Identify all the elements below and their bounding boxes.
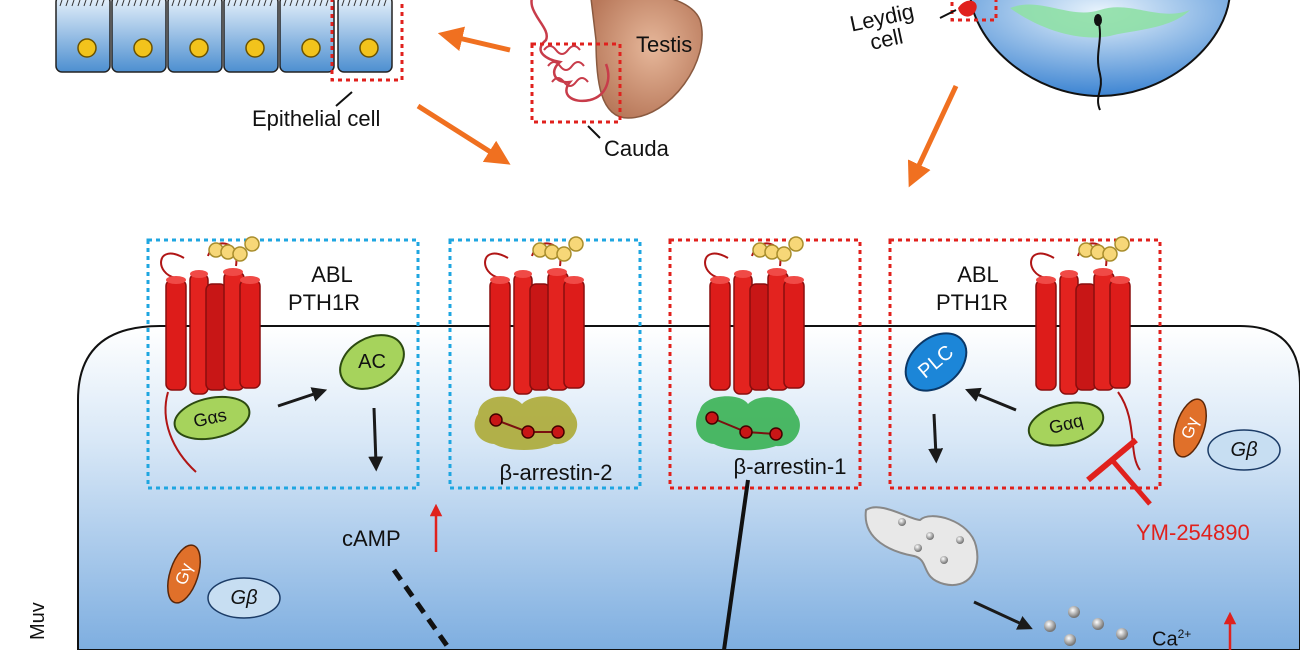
label-cauda: Cauda — [604, 136, 669, 161]
label-muv: Muv — [27, 602, 49, 640]
gas-subunit — [173, 395, 251, 441]
epithelial-cell — [337, 0, 393, 73]
testis-illustration — [530, 0, 703, 139]
arrow-ac-to-camp — [368, 407, 384, 472]
arrow-gaq-to-plc — [965, 387, 1017, 412]
arrow-epithelium-down — [416, 103, 511, 165]
seminiferous-sphere — [939, 0, 1231, 111]
gb-subunit-1 — [207, 577, 281, 619]
line-arrestin-1-down — [722, 479, 750, 650]
receptor-arrestin-2 — [484, 236, 585, 395]
label-ac: AC — [358, 351, 386, 373]
microvilli — [59, 0, 387, 7]
label-calcium: Ca2+ — [1152, 628, 1191, 650]
label-gb-2: Gβ — [1230, 439, 1258, 461]
epithelial-cell — [111, 0, 167, 73]
label-beta-arrestin-2: β-arrestin-2 — [499, 460, 613, 485]
cauda-highlight-box — [530, 42, 622, 124]
label-gb-1: Gβ — [230, 587, 258, 609]
label-calcium-base: Ca — [1152, 628, 1178, 651]
arrow-er-to-calcium — [973, 600, 1033, 630]
label-testis: Testis — [636, 32, 693, 57]
label-beta-arrestin-1: β-arrestin-1 — [733, 454, 847, 479]
gy-subunit-2 — [1173, 398, 1207, 458]
label-pth1r-2: PTH1R — [935, 290, 1009, 315]
epithelial-cell — [223, 0, 279, 73]
arrow-leydig-down — [907, 84, 959, 188]
epithelial-cell — [167, 0, 223, 73]
label-inhibitor: YM-254890 — [1136, 520, 1250, 545]
ac-enzyme — [339, 334, 405, 390]
line-camp-dashed — [391, 568, 453, 650]
arrestin-2-complex — [474, 396, 578, 450]
label-camp: cAMP — [342, 526, 401, 551]
receptor-arrestin-1 — [704, 236, 805, 395]
gaq-subunit — [1027, 401, 1105, 447]
box-gaq-pathway — [888, 238, 1162, 490]
label-calcium-sup: 2+ — [1177, 627, 1192, 641]
leydig-highlight-box — [950, 0, 998, 22]
arrow-gas-to-ac — [277, 387, 328, 408]
arrestin-1-complex — [696, 396, 800, 451]
gb-subunit-2 — [1207, 429, 1281, 471]
plc-enzyme — [904, 332, 968, 392]
box-arrestin-1 — [668, 238, 862, 490]
arrow-testis-to-epithelium — [437, 26, 511, 53]
label-abl-1: ABL — [311, 262, 353, 287]
receptor-gas — [160, 236, 261, 395]
cauda-leader — [587, 125, 601, 139]
gy-subunit-1 — [167, 544, 201, 604]
er-organelle — [864, 506, 979, 587]
box-arrestin-2 — [448, 238, 642, 490]
epithelial-leader — [335, 91, 353, 107]
box-gas-pathway — [146, 238, 420, 490]
calcium-ions — [1044, 606, 1128, 646]
tail-gaq — [1117, 391, 1141, 471]
epithelial-cell — [279, 0, 335, 73]
label-pth1r-1: PTH1R — [287, 290, 361, 315]
epithelial-row — [55, 0, 404, 107]
leydig-leader — [939, 9, 957, 19]
arrow-plc-down — [928, 413, 944, 464]
tail-gas — [164, 391, 197, 473]
epithelial-highlight-box — [330, 0, 404, 82]
inhibitor-bar — [1086, 437, 1152, 506]
label-epithelial-cell: Epithelial cell — [252, 106, 381, 131]
label-abl-2: ABL — [957, 262, 999, 287]
receptor-gaq — [1030, 236, 1131, 395]
epithelial-cell — [55, 0, 111, 73]
